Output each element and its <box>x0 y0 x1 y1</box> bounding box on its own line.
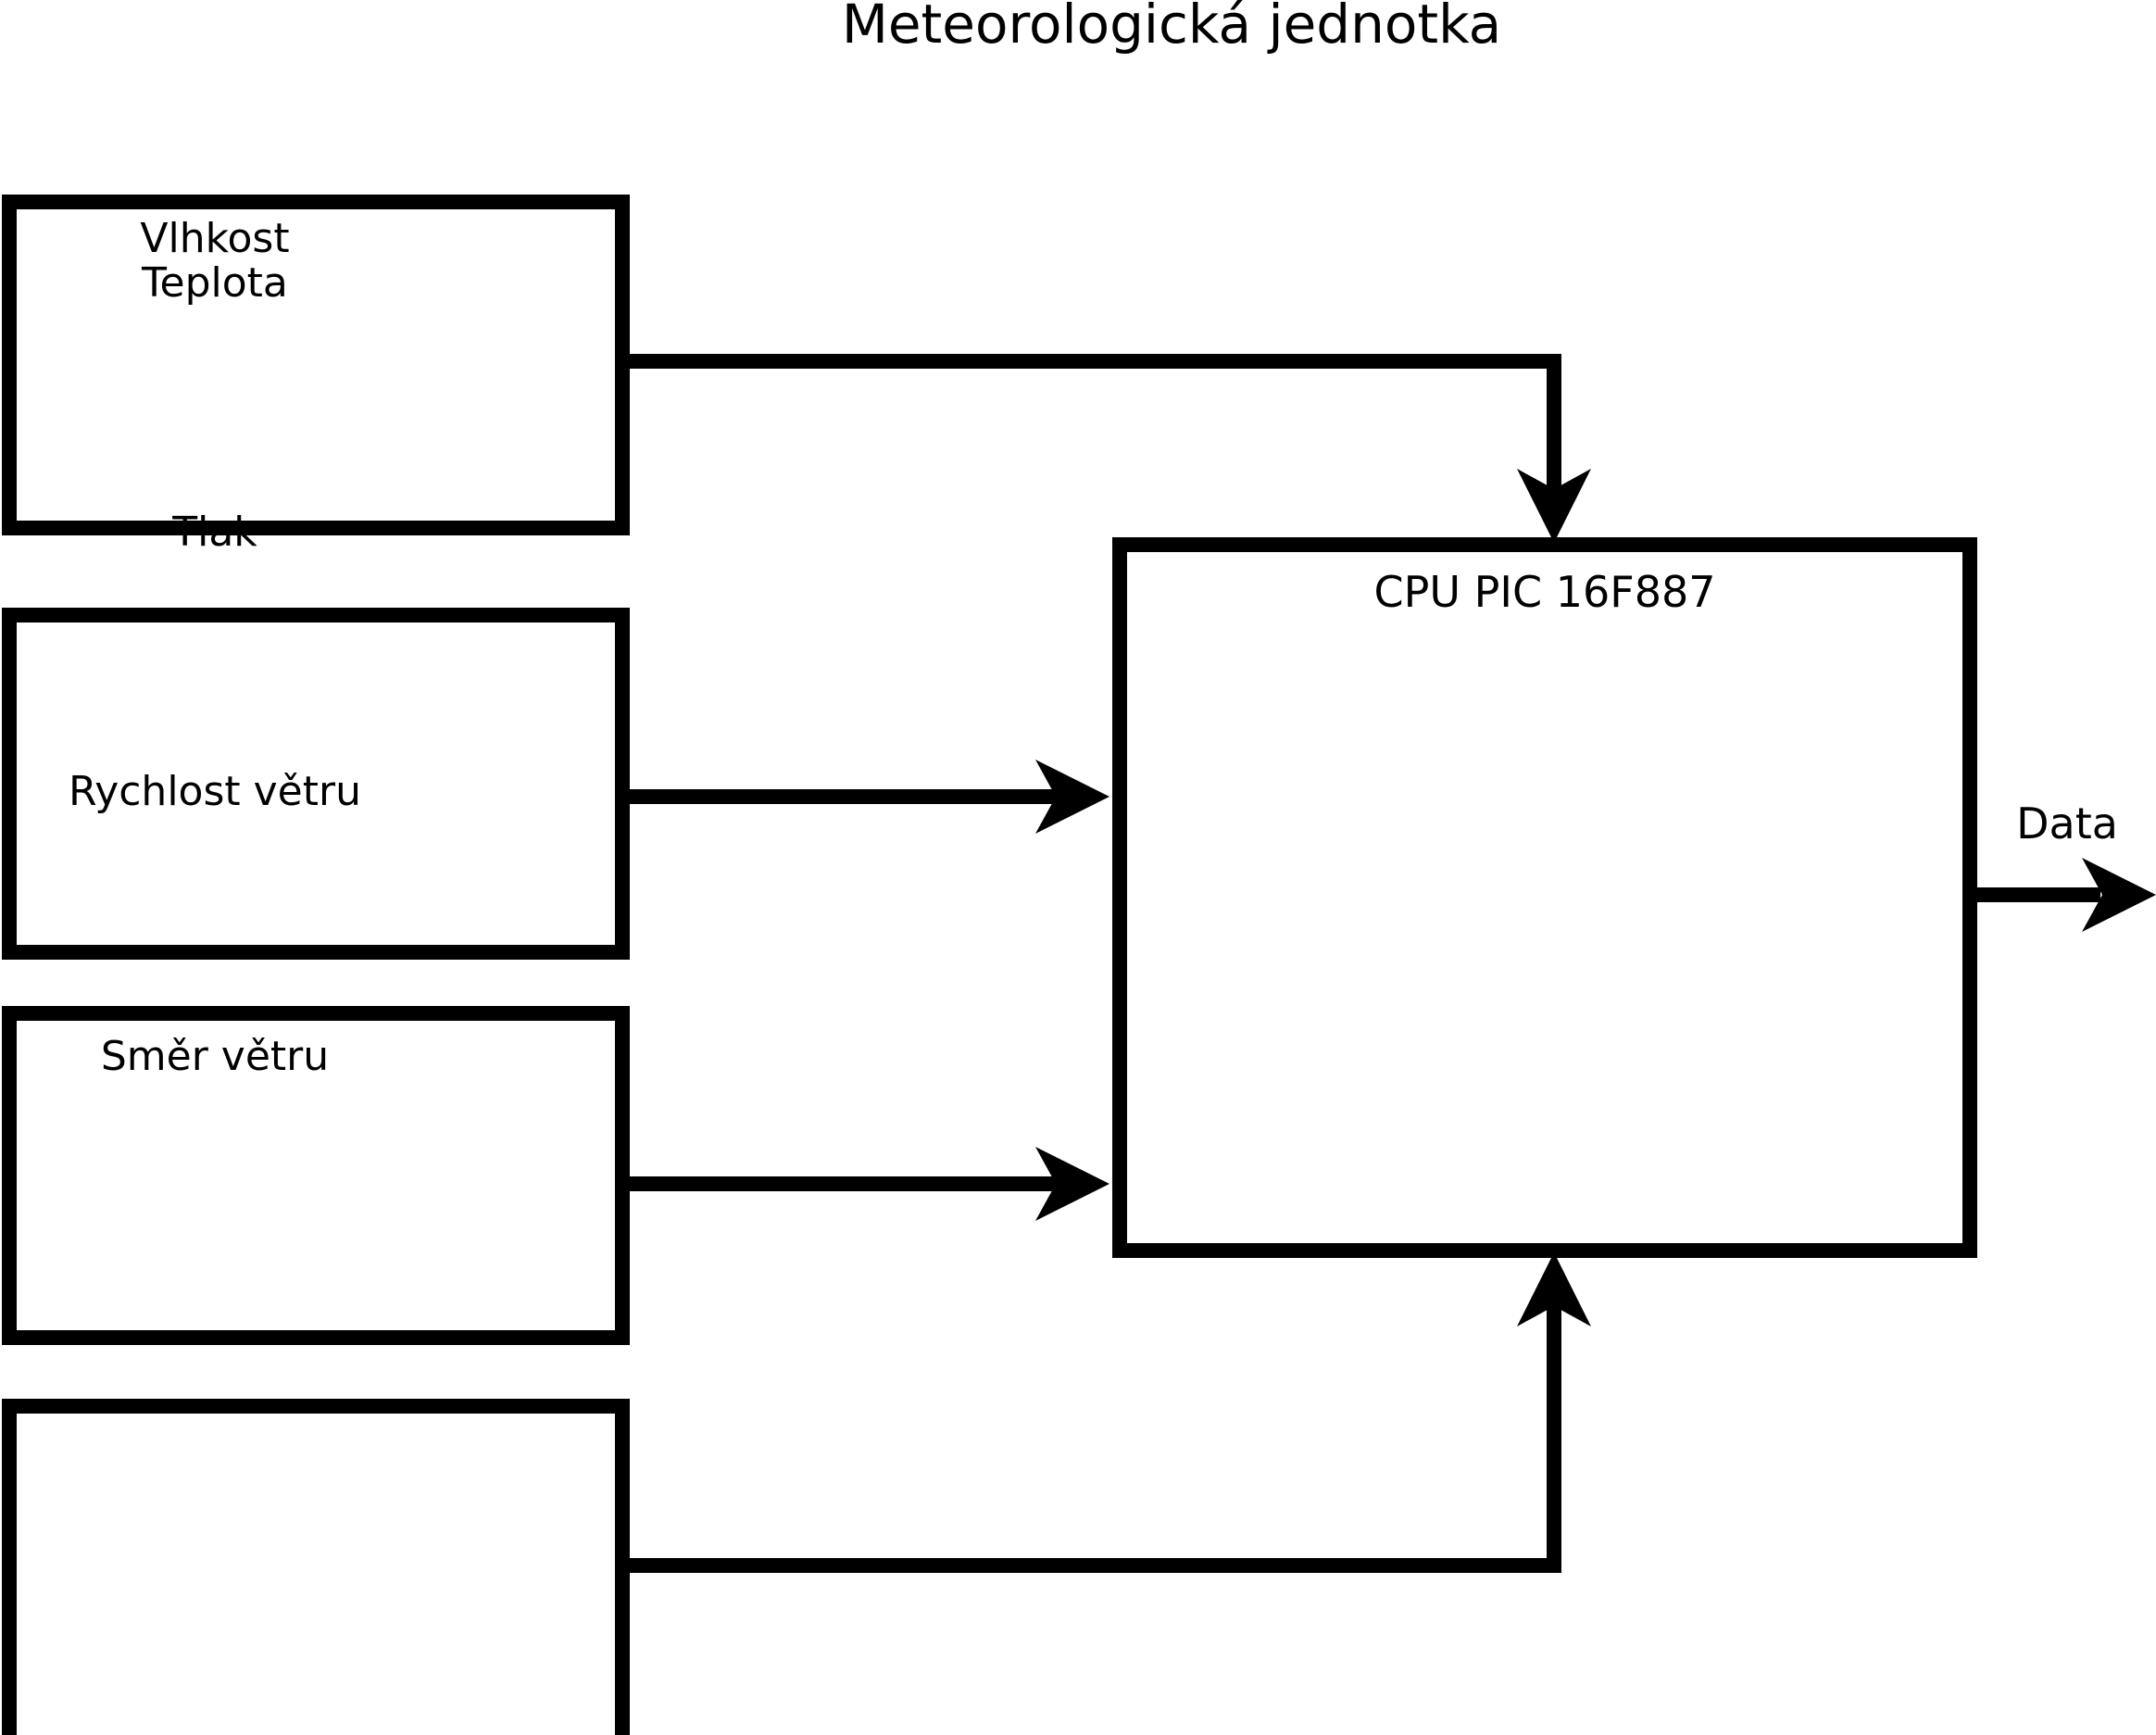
arrowhead-right-wind-speed <box>1035 1147 1109 1221</box>
arrowhead-down-into-cpu <box>1517 469 1591 543</box>
block-pressure-label: Tlak <box>171 509 257 556</box>
block-cpu-label: CPU PIC 16F887 <box>1374 567 1716 617</box>
block-wind-direction <box>2 1399 630 1735</box>
arrowhead-right-data-output <box>2082 858 2156 932</box>
block-wind-direction-label: Směr větru <box>101 1033 329 1080</box>
connection-humidity-temperature-to-cpu <box>622 354 1561 508</box>
block-humidity-temperature-label-line1: Vlhkost <box>140 215 289 262</box>
arrowhead-up-into-cpu <box>1517 1252 1591 1326</box>
page-title: Meteorologická jednotka <box>842 0 1501 56</box>
block-wind-speed <box>2 1006 630 1345</box>
arrowhead-right-pressure <box>1035 760 1109 834</box>
block-cpu <box>1112 537 1977 1258</box>
data-output-label: Data <box>2016 798 2118 849</box>
block-wind-speed-label: Rychlost větru <box>69 768 361 815</box>
connection-wind-direction-to-cpu <box>622 1289 1561 1573</box>
block-pressure <box>2 608 630 960</box>
block-humidity-temperature <box>2 195 630 535</box>
block-humidity-temperature-label-line2: Teplota <box>141 259 288 307</box>
